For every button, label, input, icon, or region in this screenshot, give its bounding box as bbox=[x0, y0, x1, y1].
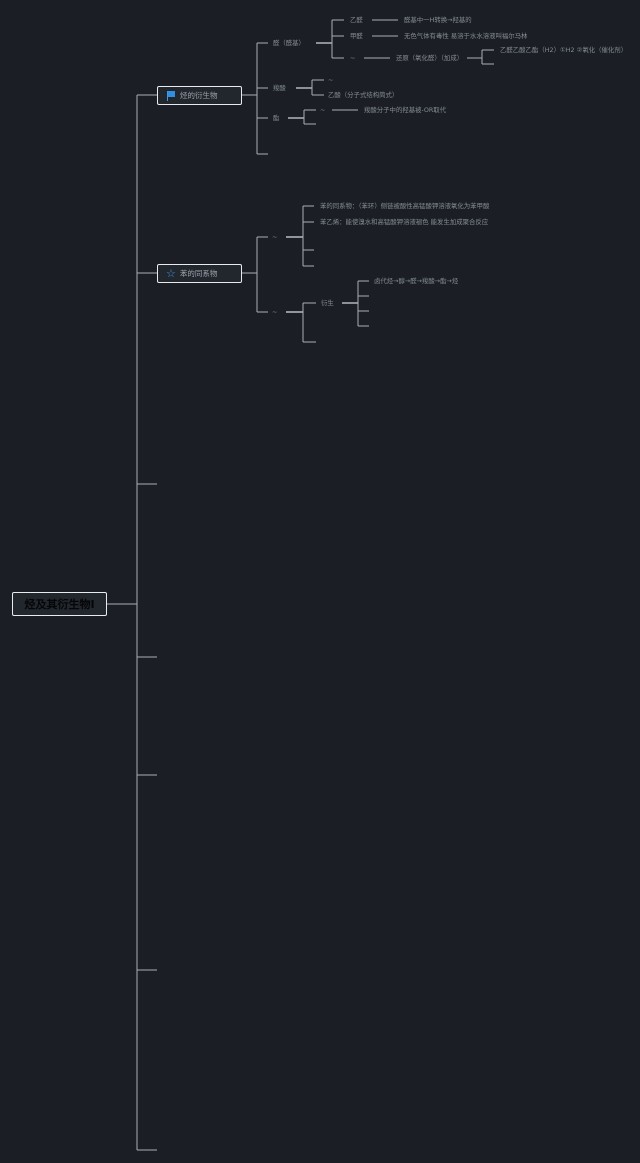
derivation-subtopic[interactable]: 衍生 bbox=[321, 299, 334, 307]
ester-child-1[interactable]: ~ bbox=[320, 106, 326, 114]
subtopic-redox[interactable]: ~ bbox=[350, 54, 356, 62]
branch-topic-benzene-label: 苯的同系物 bbox=[179, 269, 218, 278]
formaldehyde-detail[interactable]: 无色气体有毒性 易溶于水水溶液叫福尔马林 bbox=[404, 32, 528, 40]
derivation-chain[interactable]: 卤代烃→醇→醛→羧酸→酯→烃 bbox=[374, 277, 459, 285]
root-topic-label: 烃及其衍生物I bbox=[24, 598, 95, 611]
root-topic[interactable]: 烃及其衍生物I bbox=[12, 592, 107, 616]
acid-child-1[interactable]: ~ bbox=[328, 76, 334, 84]
benzene-subtopic-1[interactable]: ~ bbox=[272, 233, 278, 241]
styrene-detail[interactable]: 苯乙烯：能使溴水和高锰酸钾溶液褪色 能发生加成聚合反应 bbox=[320, 218, 489, 226]
subtopic-formaldehyde[interactable]: 甲醛 bbox=[350, 32, 363, 40]
subtopic-carboxylic-acid[interactable]: 羧酸 bbox=[273, 84, 286, 92]
benzene-homolog-detail[interactable]: 苯的同系物：（苯环）侧链被酸性高锰酸钾溶液氧化为苯甲酸 bbox=[320, 202, 490, 210]
acetaldehyde-detail[interactable]: 醛基中一H转换→羟基的 bbox=[404, 16, 472, 24]
redox-sub-detail[interactable]: 乙醛乙酸乙酯（H2）①H2 ②氧化（催化剂） bbox=[500, 46, 628, 54]
branch-topic-derivatives-label: 烃的衍生物 bbox=[180, 91, 218, 100]
flag-icon bbox=[166, 90, 176, 101]
star-icon: ☆ bbox=[166, 267, 176, 280]
redox-detail[interactable]: 还原（氧化醛）（加成） bbox=[396, 54, 464, 62]
subtopic-acetaldehyde[interactable]: 乙醛 bbox=[350, 16, 363, 24]
subtopic-aldehyde[interactable]: 醛（醛基） bbox=[273, 39, 305, 47]
acid-child-acetic[interactable]: 乙酸（分子式结构简式） bbox=[328, 91, 399, 99]
branch-topic-derivatives[interactable]: 烃的衍生物 bbox=[157, 86, 242, 105]
ester-detail[interactable]: 羧酸分子中的羟基被-OR取代 bbox=[364, 106, 447, 114]
subtopic-ester[interactable]: 酯 bbox=[273, 114, 280, 122]
benzene-subtopic-2[interactable]: ~ bbox=[272, 308, 278, 316]
branch-topic-benzene[interactable]: ☆ 苯的同系物 bbox=[157, 264, 242, 283]
